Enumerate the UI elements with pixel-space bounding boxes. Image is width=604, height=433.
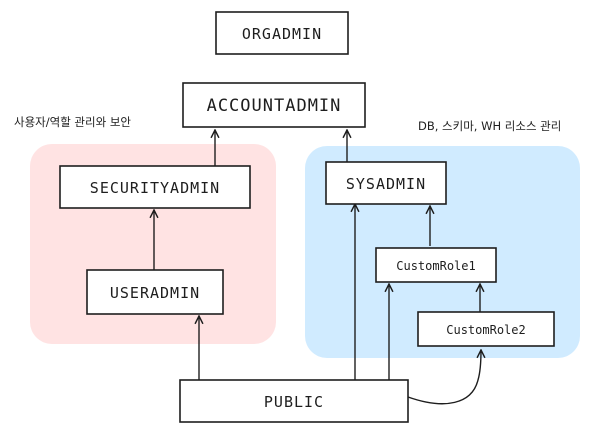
role-securityadmin-label: SECURITYADMIN <box>90 179 220 197</box>
role-customrole2[interactable]: CustomRole2 <box>417 311 555 347</box>
role-orgadmin[interactable]: ORGADMIN <box>215 11 349 55</box>
role-customrole1[interactable]: CustomRole1 <box>375 247 497 283</box>
edge-public-to-customrole2 <box>407 350 481 405</box>
role-customrole2-label: CustomRole2 <box>446 323 525 337</box>
role-sysadmin[interactable]: SYSADMIN <box>325 161 447 205</box>
edges <box>154 130 481 405</box>
role-accountadmin[interactable]: ACCOUNTADMIN <box>182 82 366 128</box>
security-group-note: 사용자/역할 관리와 보안 <box>14 115 131 129</box>
role-sysadmin-label: SYSADMIN <box>346 175 426 193</box>
system-group-note: DB, 스키마, WH 리소스 관리 <box>418 119 561 133</box>
role-orgadmin-label: ORGADMIN <box>242 25 322 43</box>
role-securityadmin[interactable]: SECURITYADMIN <box>59 165 251 209</box>
role-useradmin-label: USERADMIN <box>110 284 200 302</box>
role-useradmin[interactable]: USERADMIN <box>86 269 224 315</box>
role-public-label: PUBLIC <box>264 393 324 411</box>
role-public[interactable]: PUBLIC <box>179 379 409 423</box>
role-customrole1-label: CustomRole1 <box>396 259 475 273</box>
role-accountadmin-label: ACCOUNTADMIN <box>207 96 342 116</box>
